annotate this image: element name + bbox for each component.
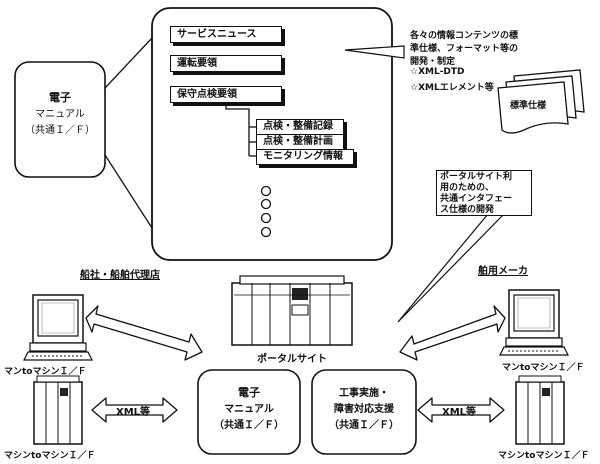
ellipsis-circle bbox=[260, 226, 272, 238]
ellipsis-circle bbox=[260, 185, 272, 197]
arrow-left-pc-to-portal bbox=[85, 305, 203, 361]
service-news-box: サービスニュース bbox=[170, 26, 282, 43]
portal-note-line2: 用のための、 bbox=[440, 183, 495, 193]
ellipsis-circle bbox=[260, 198, 272, 210]
left-machine-icon bbox=[33, 375, 83, 445]
arrow-right-machine-xml bbox=[417, 397, 505, 423]
bottom-manual-line3: （共通Ｉ／Ｆ） bbox=[214, 420, 284, 431]
portal-server-icon bbox=[231, 275, 353, 346]
standards-note-line4: ☆XML-DTD bbox=[410, 67, 465, 77]
portal-note-line4: ス仕様の開発 bbox=[440, 205, 495, 215]
standards-callout-pointer bbox=[344, 45, 405, 59]
ellipsis-circle bbox=[260, 212, 272, 224]
tree-connector bbox=[225, 101, 250, 156]
top-manual-box bbox=[14, 61, 106, 178]
monitoring-info-box: モニタリング情報 bbox=[256, 149, 354, 165]
right-pc-icon bbox=[499, 289, 569, 356]
man-to-machine-left-label: マンtoマシンＩ／Ｆ bbox=[4, 367, 87, 377]
top-manual-line1: 電子 bbox=[49, 91, 71, 104]
portal-note-line3: 共通インタフェー bbox=[440, 194, 513, 204]
portal-note-line1: ポータルサイト利 bbox=[440, 172, 513, 182]
inspection-record-box: 点検・整備記録 bbox=[256, 119, 344, 135]
bottom-service-line1: 工事実施・ bbox=[339, 388, 389, 399]
maintenance-box: 保守点検要領 bbox=[170, 86, 282, 103]
standards-note-line2: 準仕様、フォーマット等の bbox=[410, 44, 519, 54]
right-machine-icon bbox=[515, 375, 565, 445]
portal-site-label: ポータルサイト bbox=[257, 354, 327, 365]
bottom-manual-box bbox=[197, 369, 301, 455]
standard-doc-label: 標準仕様 bbox=[510, 98, 547, 111]
top-manual-line2: マニュアル bbox=[35, 109, 85, 120]
standards-note-line5: ☆XMLエレメント等 bbox=[410, 83, 494, 93]
bottom-service-line2: 障害対応支援 bbox=[334, 404, 394, 415]
maker-label: 舶用メーカ bbox=[478, 266, 528, 277]
portal-note-box: ポータルサイト利 用のための、 共通インタフェー ス仕様の開発 bbox=[436, 170, 532, 216]
inspection-plan-box: 点検・整備計画 bbox=[256, 134, 344, 150]
machine-to-machine-right-label: マシンtoマシンＩ／Ｆ bbox=[498, 451, 590, 461]
xml-right-label: XML等 bbox=[442, 407, 477, 418]
left-pc-icon bbox=[23, 294, 93, 361]
shipowner-label: 船社・船舶代理店 bbox=[80, 270, 160, 281]
connector-line-bottom bbox=[104, 154, 153, 229]
bottom-service-line3: （共通Ｉ／Ｆ） bbox=[329, 420, 399, 431]
machine-to-machine-left-label: マシンtoマシンＩ／Ｆ bbox=[4, 451, 96, 461]
arrow-left-machine-xml bbox=[91, 397, 178, 423]
standards-note-line3: 開発・制定 bbox=[410, 57, 456, 67]
top-manual-line3: （共通Ｉ／Ｆ） bbox=[25, 125, 95, 136]
man-to-machine-right-label: マンtoマシンＩ／Ｆ bbox=[502, 363, 585, 373]
operation-box: 運転要領 bbox=[170, 55, 282, 72]
bottom-manual-line1: 電子 bbox=[238, 386, 260, 399]
arrow-right-pc-to-portal bbox=[399, 305, 506, 361]
xml-left-label: XML等 bbox=[116, 407, 151, 418]
standards-note-line1: 各々の情報コンテンツの標 bbox=[410, 31, 519, 41]
bottom-service-box bbox=[311, 369, 417, 455]
connector-line-top bbox=[104, 37, 153, 89]
bottom-manual-line2: マニュアル bbox=[224, 404, 274, 415]
